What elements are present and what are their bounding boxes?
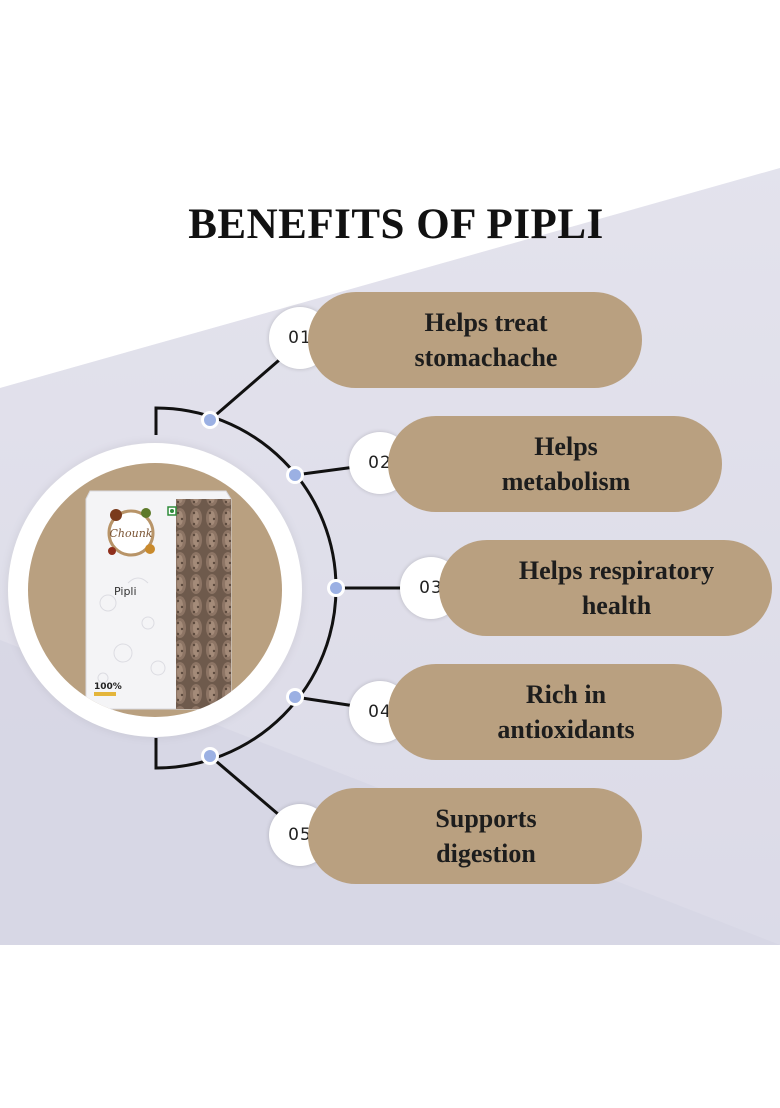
benefit-line-4a: Rich in: [525, 680, 607, 709]
benefit-line-3b: health: [581, 591, 652, 620]
connector-dot: [286, 688, 304, 706]
benefit-line-1b: stomachache: [414, 343, 558, 372]
brand-logo-text: Chounk: [110, 527, 153, 540]
page-title: BENEFITS OF PIPLI: [188, 201, 604, 248]
benefit-pill-4: Rich in antioxidants: [388, 664, 722, 760]
benefit-pill-5: Supports digestion: [308, 788, 642, 884]
purity-badge: 100%: [94, 682, 122, 692]
product-disc: Chounk Pipli 100%: [28, 463, 282, 717]
connector-dot: [286, 466, 304, 484]
connector-dot: [201, 747, 219, 765]
connector-dot: [201, 411, 219, 429]
benefit-line-2a: Helps: [534, 432, 598, 461]
benefit-pill-3: Helps respiratory health: [439, 540, 772, 636]
benefit-line-5b: digestion: [436, 839, 536, 868]
product-pack-image: Chounk Pipli 100%: [85, 490, 232, 710]
benefit-line-3a: Helps respiratory: [518, 556, 715, 585]
benefit-pill-1: Helps treat stomachache: [308, 292, 642, 388]
benefit-line-1a: Helps treat: [424, 308, 548, 337]
benefit-pill-2: Helps metabolism: [388, 416, 722, 512]
benefit-line-2b: metabolism: [501, 467, 631, 496]
product-circle: Chounk Pipli 100%: [8, 443, 302, 737]
connector-dot: [327, 579, 345, 597]
product-name: Pipli: [114, 585, 137, 598]
benefit-line-4b: antioxidants: [497, 715, 635, 744]
benefit-line-5a: Supports: [435, 804, 537, 833]
